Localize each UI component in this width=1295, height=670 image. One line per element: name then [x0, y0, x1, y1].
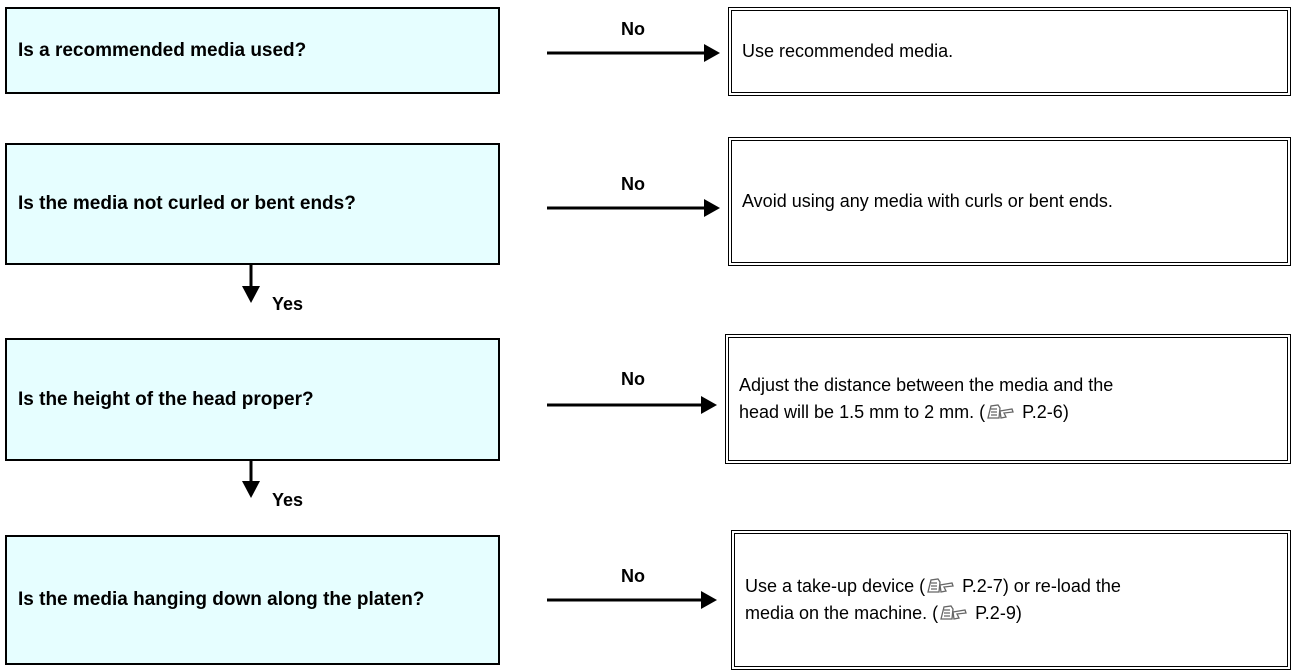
question-box-1: Is a recommended media used?: [5, 7, 500, 94]
question-box-4: Is the media hanging down along the plat…: [5, 535, 500, 665]
no-arrowhead-4: [701, 591, 717, 609]
no-arrowhead-2: [704, 199, 720, 217]
action-text-4: Use a take-up device ( P.2-7) or re-load…: [745, 573, 1121, 627]
yes-arrowhead-1: [242, 286, 260, 303]
action-box-2: Avoid using any media with curls or bent…: [728, 137, 1291, 266]
action-3-line-2: head will be 1.5 mm to 2 mm. ( P.2-6): [739, 402, 1069, 422]
no-label-4: No: [621, 566, 645, 586]
question-text-4: Is the media hanging down along the plat…: [18, 589, 425, 610]
question-text-3: Is the height of the head proper?: [18, 388, 314, 410]
question-box-3: Is the height of the head proper?: [5, 338, 500, 461]
action-4-line-2: media on the machine. ( P.2-9): [745, 603, 1022, 623]
action-box-1: Use recommended media.: [728, 7, 1291, 96]
question-text-2: Is the media not curled or bent ends?: [18, 193, 356, 214]
no-arrowhead-3: [701, 396, 717, 414]
action-box-3: Adjust the distance between the media an…: [725, 334, 1291, 464]
book-pointer-icon: [940, 605, 967, 620]
question-text-1: Is a recommended media used?: [18, 39, 307, 61]
no-label-3: No: [621, 369, 645, 389]
yes-label-2: Yes: [272, 490, 304, 510]
action-3-line-1: Adjust the distance between the media an…: [739, 375, 1114, 395]
no-label-1: No: [621, 19, 645, 39]
action-text-2: Avoid using any media with curls or bent…: [742, 191, 1113, 211]
action-box-4: Use a take-up device ( P.2-7) or re-load…: [731, 530, 1291, 670]
no-label-2: No: [621, 174, 645, 194]
yes-label-1: Yes: [272, 294, 304, 314]
book-pointer-icon: [987, 404, 1014, 419]
action-text-1: Use recommended media.: [742, 41, 954, 61]
yes-arrowhead-2: [242, 481, 260, 498]
question-box-2: Is the media not curled or bent ends?: [5, 143, 500, 265]
book-pointer-icon: [927, 578, 954, 593]
action-4-line-1: Use a take-up device ( P.2-7) or re-load…: [745, 576, 1121, 596]
action-text-3: Adjust the distance between the media an…: [739, 372, 1113, 426]
no-arrowhead-1: [704, 44, 720, 62]
